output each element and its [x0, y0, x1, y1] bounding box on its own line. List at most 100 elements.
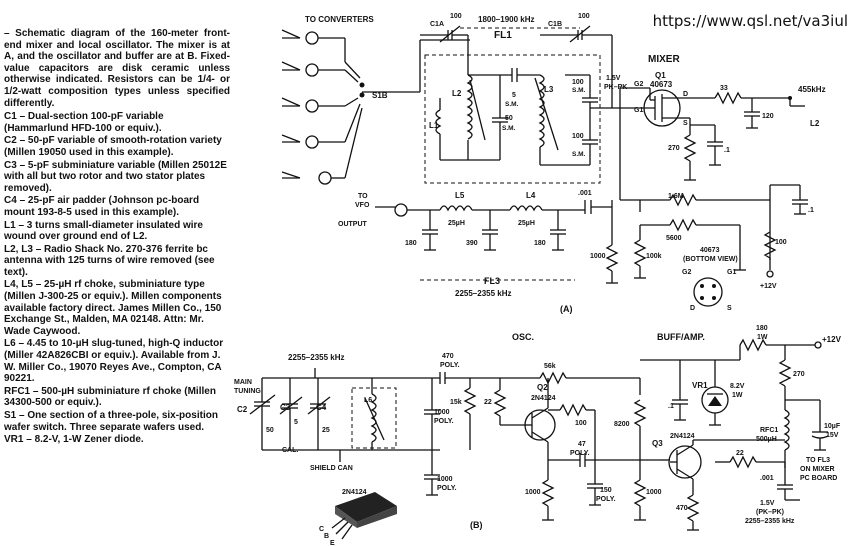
r1-6m-label: 1.6M — [668, 193, 684, 200]
c10u-value: 15V — [826, 432, 839, 439]
cap-100a-type: S.M. — [572, 87, 586, 94]
to-vfo-label3: OUTPUT — [338, 221, 368, 228]
c3-value: 5 — [294, 419, 298, 426]
l5-value: 25µH — [448, 220, 465, 227]
c001-b-label: .001 — [760, 475, 774, 482]
c3-label: C3 — [280, 403, 291, 412]
part-text: – One section of a three-pole, six-posit… — [4, 410, 218, 433]
cap-100a-value: 100 — [572, 79, 584, 86]
pin-g2: G2 — [682, 269, 691, 276]
to-fl3-label3: PC BOARD — [800, 475, 837, 482]
supply-b — [720, 338, 829, 468]
mixer-label: MIXER — [648, 54, 680, 65]
c4-label: C4 — [316, 403, 327, 412]
main-tuning-label: MAIN — [234, 379, 252, 386]
source-network — [683, 124, 723, 181]
r56k-label: 56k — [544, 363, 556, 370]
l5-label: L5 — [455, 191, 465, 200]
pin-b: B — [324, 533, 329, 540]
q1-type: 40673 — [650, 80, 673, 89]
r1000a-b-label: 1000 — [525, 489, 541, 496]
caption: – Schematic diagram of the 160-meter fro… — [4, 28, 230, 447]
cap-50 — [492, 75, 508, 160]
part-entry: C3 – 5-pF subminiature variable (Millen … — [4, 160, 230, 195]
c150-label: 150 — [600, 487, 612, 494]
vr1-label: VR1 — [692, 381, 708, 390]
c180a-label: 180 — [405, 240, 417, 247]
c1a-label: C1A — [430, 21, 444, 28]
r100k-label: 100k — [646, 253, 662, 260]
q3-label: Q3 — [652, 439, 663, 448]
part-entry: L1 – 3 turns small-diameter insulated wi… — [4, 220, 230, 243]
cap-50-type: S.M. — [502, 125, 516, 132]
q1-mosfet — [612, 87, 715, 200]
c-pt1a-label: .1 — [724, 147, 730, 154]
if-out-label: 455kHz — [798, 85, 826, 94]
watermark: https://www.qsl.net/va3iul — [652, 12, 848, 30]
l4-value: 25µH — [518, 220, 535, 227]
part-text: – 3 turns small-diameter insulated wire … — [4, 219, 203, 243]
part-ref: L6 — [4, 338, 16, 350]
r270-b-label: 270 — [793, 371, 805, 378]
main-tuning-label2: TUNING — [234, 388, 261, 395]
r1000-a-label: 1000 — [590, 253, 606, 260]
c120-label: 120 — [762, 113, 774, 120]
part-ref: L2, L3 — [4, 243, 33, 255]
r270-label: 270 — [668, 145, 680, 152]
bottom-view-label: (BOTTOM VIEW) — [683, 256, 738, 263]
part-ref: C2 — [4, 135, 17, 147]
q2-label: Q2 — [537, 383, 548, 392]
d-label: D — [683, 91, 688, 98]
cap-50-value: 50 — [505, 115, 513, 122]
part-text: – Radio Shack No. 270-376 ferrite bc ant… — [4, 243, 215, 278]
c1a-value: 100 — [450, 13, 462, 20]
pin-d: D — [690, 305, 695, 312]
c2-label: C2 — [237, 405, 248, 414]
converter-inputs — [281, 29, 470, 185]
l1-label: L1 — [429, 121, 439, 130]
tank-circuit — [249, 378, 440, 462]
schematic-b-label: (B) — [470, 520, 483, 530]
schematic-a-label: (A) — [560, 304, 573, 314]
shield-label: SHIELD CAN — [310, 465, 353, 472]
c390-label: 390 — [466, 240, 478, 247]
bias-15k — [424, 378, 477, 496]
cap-100b-value: 100 — [572, 133, 584, 140]
supply-a-label: +12V — [760, 283, 777, 290]
part-text: – Dual-section 100-pF variable (Hammarlu… — [4, 111, 164, 134]
vr1-value2: 1W — [732, 392, 743, 399]
vr1-value: 8.2V — [730, 383, 745, 390]
schematic-a: TO CONVERTERS S1B FL1 1800–1900 kHz C1A … — [281, 13, 826, 314]
r22a-label: 22 — [484, 399, 492, 406]
l3-label: L3 — [544, 85, 554, 94]
part-ref: S1 — [4, 410, 17, 421]
to-vfo-label2: VFO — [355, 202, 370, 209]
c-pt1b-label: .1 — [808, 207, 814, 214]
r5600-label: 5600 — [666, 235, 682, 242]
c180b-label: 180 — [534, 240, 546, 247]
r1000b-b-label: 1000 — [646, 489, 662, 496]
r470-label: 470 — [676, 505, 688, 512]
c1000a-label: 1000 — [434, 409, 450, 416]
fl3-label: FL3 — [484, 276, 500, 286]
schematic-b: OSC. BUFF/AMP. 2255–2355 kHz 470 POLY. 5… — [234, 325, 842, 546]
c1a-capacitor — [420, 25, 469, 75]
rfc1-label: RFC1 — [760, 427, 778, 434]
part-text: – 25-µH rf choke, subminiature type (Mil… — [4, 279, 222, 337]
part-text: – 4.45 to 10-µH slug-tuned, high-Q induc… — [4, 338, 224, 385]
l1-l2-coils — [435, 74, 500, 161]
part-ref: VR1 — [4, 434, 24, 446]
c-pt001-label: .001 — [578, 190, 592, 197]
lo-level2: PK–PK — [604, 84, 627, 91]
q1-label: Q1 — [655, 71, 666, 80]
freq-b-label: 2255–2355 kHz — [288, 353, 345, 362]
shield-can-box — [351, 387, 397, 449]
part-entry: L2, L3 – Radio Shack No. 270-376 ferrite… — [4, 244, 230, 279]
pin-g1: G1 — [727, 269, 736, 276]
pkg-label: 2N4124 — [342, 489, 367, 496]
pin-c: C — [319, 526, 324, 533]
r33-label: 33 — [720, 85, 728, 92]
part-entry: VR1 – 8.2-V, 1-W Zener diode. — [4, 434, 230, 446]
to-fl3-label: TO FL3 — [806, 457, 830, 464]
pin-s: S — [727, 305, 732, 312]
